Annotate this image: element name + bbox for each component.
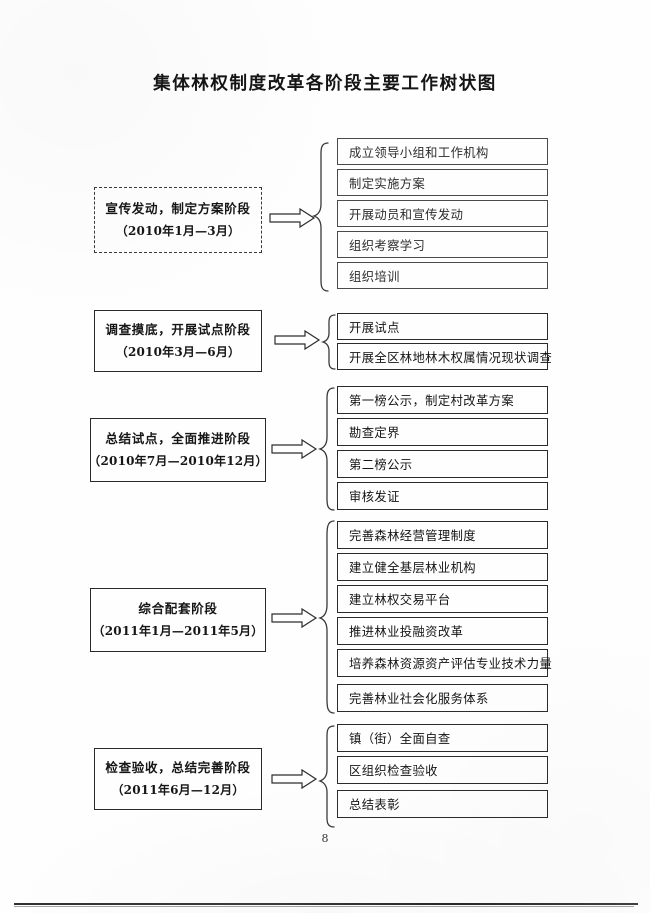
task-box[interactable]: 建立林权交易平台 (337, 585, 548, 613)
phase-box-5[interactable]: 检查验收，总结完善阶段 （2011年6月—12月） (94, 748, 262, 810)
task-box[interactable]: 镇（街）全面自查 (337, 724, 548, 752)
task-box[interactable]: 审核发证 (337, 482, 548, 510)
phase-period: （2011年1月—2011年5月） (92, 623, 264, 638)
phase-name: 检查验收，总结完善阶段 (105, 760, 251, 776)
task-box[interactable]: 开展动员和宣传发动 (337, 200, 548, 227)
phase-name: 调查摸底，开展试点阶段 (105, 322, 251, 338)
task-box[interactable]: 开展试点 (337, 313, 548, 340)
task-box[interactable]: 勘查定界 (337, 418, 548, 446)
left-curly-brace-icon (320, 314, 336, 370)
task-box[interactable]: 成立领导小组和工作机构 (337, 138, 548, 165)
page-title: 集体林权制度改革各阶段主要工作树状图 (153, 74, 497, 94)
task-box[interactable]: 组织考察学习 (337, 231, 548, 258)
task-box[interactable]: 推进林业投融资改革 (337, 617, 548, 645)
right-block-arrow-icon (271, 608, 317, 628)
right-block-arrow-icon (271, 439, 317, 459)
task-box[interactable]: 组织培训 (337, 262, 548, 289)
left-curly-brace-icon (317, 387, 335, 511)
phase-name: 宣传发动，制定方案阶段 (105, 201, 251, 217)
scan-edge-line-secondary (14, 905, 634, 907)
task-box[interactable]: 制定实施方案 (337, 169, 548, 196)
scan-edge-line (14, 903, 638, 905)
phase-name: 总结试点，全面推进阶段 (105, 431, 251, 447)
phase-period: （2010年7月—2010年12月） (88, 453, 268, 468)
phase-period: （2010年1月—3月） (115, 223, 241, 238)
left-curly-brace-icon (311, 142, 329, 292)
phase-box-2[interactable]: 调查摸底，开展试点阶段 （2010年3月—6月） (94, 310, 262, 372)
task-box[interactable]: 完善森林经营管理制度 (337, 521, 548, 549)
phase-period: （2011年6月—12月） (111, 782, 245, 797)
right-block-arrow-icon (271, 769, 317, 789)
phase-box-3[interactable]: 总结试点，全面推进阶段 （2010年7月—2010年12月） (88, 418, 268, 482)
right-block-arrow-icon (269, 208, 315, 228)
page-number: 8 (321, 832, 329, 845)
task-box[interactable]: 开展全区林地林木权属情况现状调查 (337, 343, 552, 370)
task-box[interactable]: 第二榜公示 (337, 450, 548, 478)
left-curly-brace-icon (317, 725, 335, 828)
right-block-arrow-icon (274, 330, 320, 350)
task-box[interactable]: 培养森林资源资产评估专业技术力量 (337, 649, 552, 677)
phase-box-4[interactable]: 综合配套阶段 （2011年1月—2011年5月） (90, 588, 266, 652)
task-box[interactable]: 建立健全基层林业机构 (337, 553, 548, 581)
task-box[interactable]: 总结表彰 (337, 790, 548, 818)
phase-box-1[interactable]: 宣传发动，制定方案阶段 （2010年1月—3月） (94, 187, 262, 253)
left-curly-brace-icon (317, 520, 335, 714)
task-box[interactable]: 区组织检查验收 (337, 756, 548, 784)
task-box[interactable]: 完善林业社会化服务体系 (337, 684, 548, 712)
task-box[interactable]: 第一榜公示，制定村改革方案 (337, 386, 548, 414)
phase-name: 综合配套阶段 (138, 601, 218, 617)
phase-period: （2010年3月—6月） (115, 344, 241, 359)
